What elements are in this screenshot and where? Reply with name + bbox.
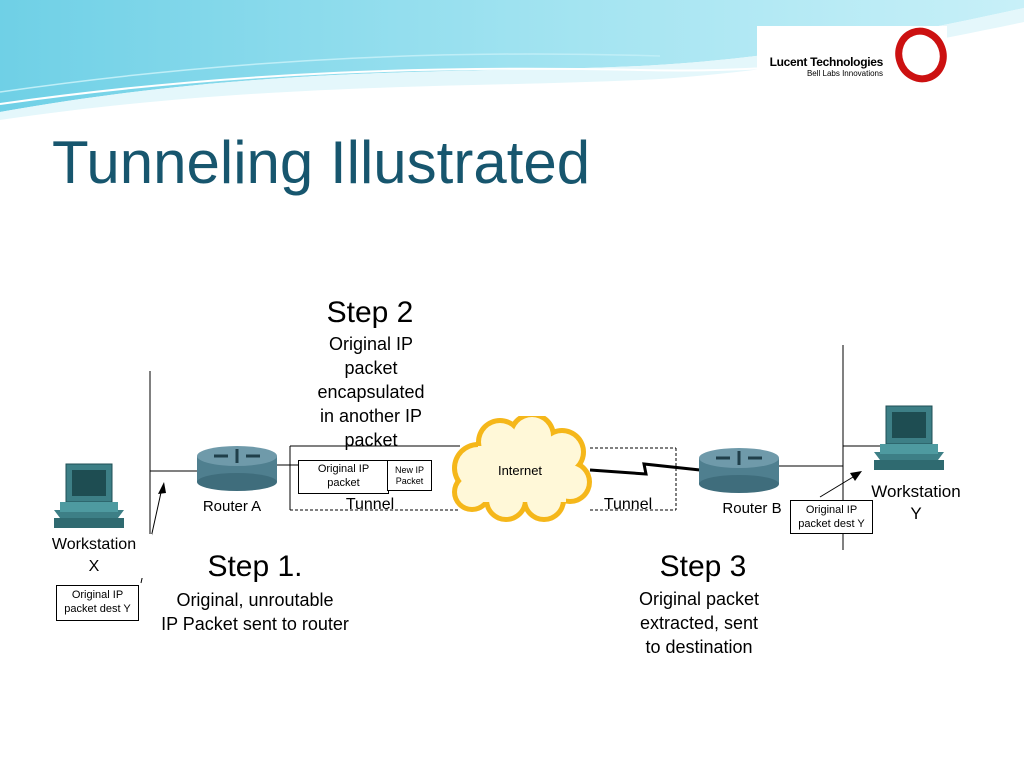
router-a-icon [197,446,277,491]
router-a-label: Router A [202,498,262,515]
step3-title: Step 3 [659,550,747,583]
step1-description: Original, unroutable IP Packet sent to r… [161,590,349,634]
logo-company-name: Lucent Technologies [769,55,884,69]
logo-ring-icon [895,27,947,83]
slide-title: Tunneling Illustrated [52,129,591,196]
tunnel-left-label: Tunnel [345,496,395,513]
workstation-y-label: Workstation Y [871,482,961,523]
workstation-y-icon [874,405,944,470]
step2-description: Original IP packet encapsulated in anoth… [317,334,425,450]
encap-original-packet-box: Original IP packet [298,460,389,494]
internet-cloud-icon [452,416,592,522]
packet-x-box: Original IP packet dest Y [56,585,139,621]
workstation-x-icon [54,463,124,528]
encap-new-packet-box: New IP Packet [387,460,432,491]
company-logo: Lucent Technologies Bell Labs Innovation… [757,26,947,83]
router-b-label: Router B [722,500,782,517]
internet-label: Internet [497,463,543,478]
logo-tagline: Bell Labs Innovations [806,69,883,78]
tunnel-right-label: Tunnel [603,496,653,513]
workstation-x-label: Workstation X [36,534,152,578]
router-b-icon [699,448,779,493]
step2-title: Step 2 [326,296,414,329]
packet-y-box: Original IP packet dest Y [790,500,873,534]
step1-title: Step 1. [207,550,303,583]
step3-description: Original packet extracted, sent to desti… [638,589,760,657]
